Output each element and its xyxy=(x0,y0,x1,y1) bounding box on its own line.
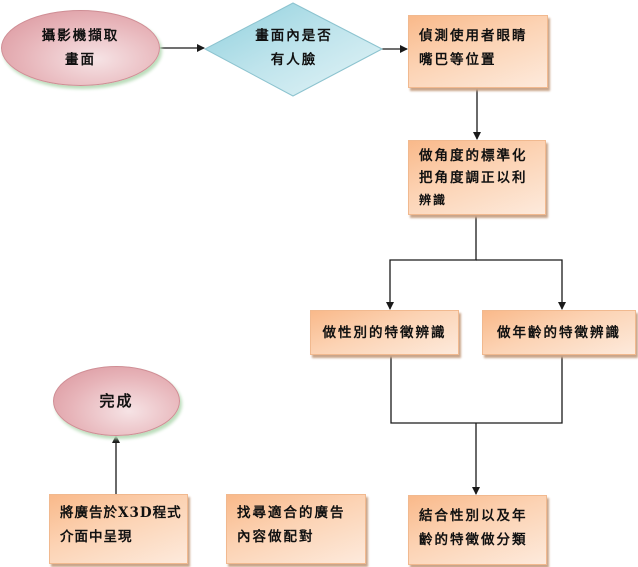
edge-normalize-to-age xyxy=(476,259,566,310)
node-done-line-1: 完成 xyxy=(99,392,134,410)
node-render: 將廣告於X3D程式 介面中呈現 xyxy=(49,494,188,564)
node-age: 做年齡的特徵辨識 xyxy=(482,310,636,355)
node-classify-line-1: 結合性別以及年 xyxy=(419,508,528,524)
node-normalize-line-3: 辨識 xyxy=(419,193,448,207)
node-age-line-1: 做年齡的特徵辨識 xyxy=(497,325,621,341)
node-face-check-line-1: 畫面內是否 xyxy=(255,28,333,44)
node-match-ad-line-2: 內容做配對 xyxy=(237,529,315,545)
node-render-line-1: 將廣告於X3D程式 xyxy=(60,505,182,521)
node-match-ad-line-1: 找尋適合的廣告 xyxy=(237,505,346,521)
node-gender: 做性別的特徵辨識 xyxy=(310,310,459,355)
node-normalize: 做角度的標準化 把角度調正以利 辨識 xyxy=(408,140,546,215)
decision-diamond-shape xyxy=(203,2,384,97)
node-detect-features-line-1: 偵測使用者眼睛 xyxy=(419,28,528,44)
node-capture-line-2: 畫面 xyxy=(65,52,96,68)
node-detect-features: 偵測使用者眼睛 嘴巴等位置 xyxy=(408,15,548,88)
node-face-check-line-2: 有人臉 xyxy=(270,52,318,68)
edge-normalize-to-gender xyxy=(386,215,477,310)
node-gender-line-1: 做性別的特徵辨識 xyxy=(322,325,447,341)
node-capture-line-1: 攝影機擷取 xyxy=(41,28,120,44)
node-classify: 結合性別以及年 齡的特徵做分類 xyxy=(408,495,547,565)
node-detect-features-line-2: 嘴巴等位置 xyxy=(419,52,497,68)
node-match-ad: 找尋適合的廣告 內容做配對 xyxy=(226,494,366,564)
node-capture: 攝影機擷取 畫面 xyxy=(1,10,160,86)
node-classify-line-2: 齡的特徵做分類 xyxy=(419,532,528,548)
node-normalize-line-1: 做角度的標準化 xyxy=(419,148,528,164)
node-render-line-2: 介面中呈現 xyxy=(60,529,133,545)
node-normalize-line-2: 把角度調正以利 xyxy=(419,170,528,186)
node-done: 完成 xyxy=(53,366,180,436)
node-face-check: 畫面內是否 有人臉 xyxy=(235,24,353,72)
edge-gender-to-classify xyxy=(390,355,563,424)
